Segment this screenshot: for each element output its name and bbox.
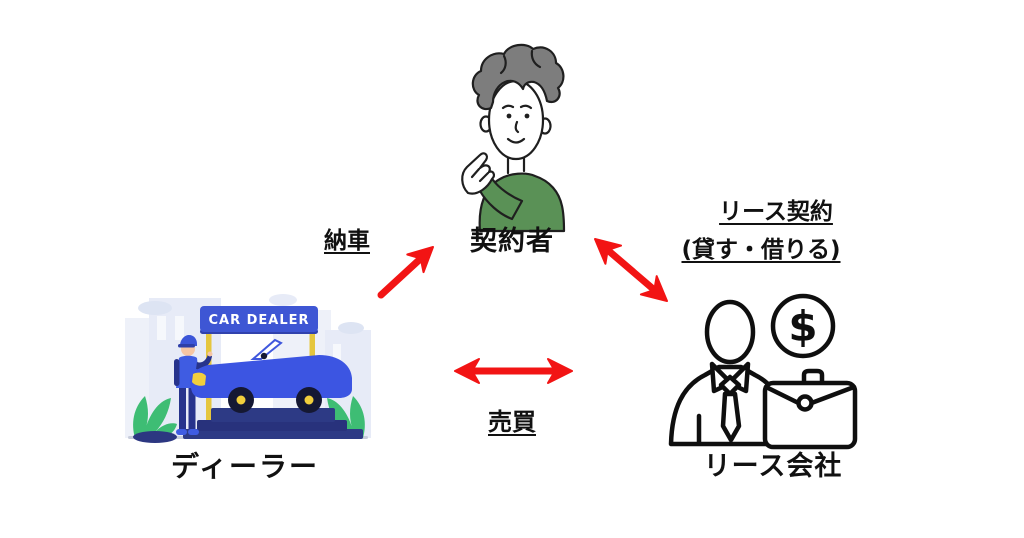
dealer-label: ディーラー — [170, 450, 320, 483]
briefcase-clasp — [796, 394, 814, 412]
businessman-head — [704, 299, 756, 365]
contractor-eyebrow-left — [501, 104, 515, 110]
contractor-mouth — [506, 137, 526, 144]
businessman-icon — [668, 299, 792, 447]
contractor-hand — [461, 152, 495, 195]
lease-arrowhead-top — [594, 238, 622, 265]
car-mirror — [260, 352, 268, 360]
dollar-sign: $ — [788, 302, 817, 351]
lease-company-illustration: $ — [668, 293, 858, 450]
contractor-eye-left — [506, 113, 512, 119]
car-headlight — [192, 372, 206, 386]
lease-arrow-label-line1: リース契約 — [719, 199, 833, 225]
trade-arrow-label: 売買 — [488, 408, 536, 436]
businessman-tie — [720, 391, 742, 443]
dealer-car — [189, 338, 352, 413]
lease-company-label: リース会社 — [703, 451, 843, 482]
dealer-salesman — [174, 335, 213, 435]
contractor-face — [487, 79, 545, 161]
car-dealer-sign-text: CAR DEALER — [208, 313, 309, 328]
dollar-circle-icon — [770, 293, 836, 359]
delivery-arrow — [377, 257, 422, 299]
car-windshield — [250, 338, 283, 360]
contractor-nose — [514, 120, 520, 134]
dealer-illustration: CAR DEALER — [125, 294, 371, 443]
briefcase-icon — [762, 368, 858, 450]
contractor-eyebrow-right — [519, 104, 533, 110]
lease-arrow-label-line2: (貸す・借りる) — [681, 237, 841, 263]
contractor-illustration — [461, 43, 566, 233]
delivery-arrowhead — [406, 246, 434, 274]
left-bush — [133, 396, 177, 439]
delivery-arrow-label: 納車 — [324, 228, 370, 254]
contractor-eye-right — [524, 113, 530, 119]
lease-arrow — [606, 248, 656, 292]
trade-arrowhead-left — [454, 358, 480, 384]
contractor-label: 契約者 — [470, 226, 554, 257]
trade-arrowhead-right — [547, 358, 573, 384]
dealer-sign-board — [200, 306, 318, 332]
contractor-hair — [471, 43, 565, 111]
